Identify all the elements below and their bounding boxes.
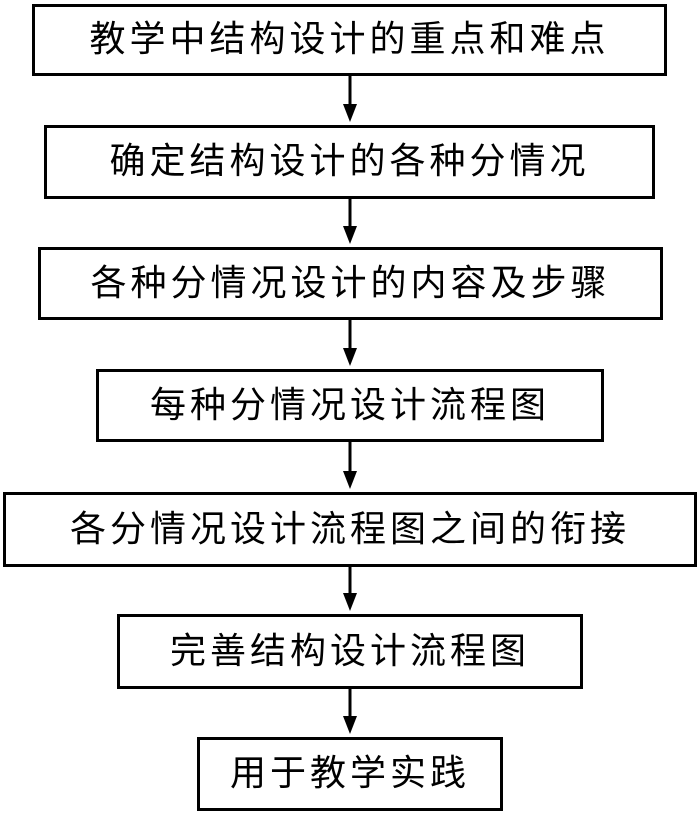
- flow-step-7: 用于教学实践: [197, 737, 503, 811]
- arrow-2-to-3: [343, 199, 357, 244]
- flow-step-label: 各分情况设计流程图之间的衔接: [69, 508, 630, 550]
- arrow-3-to-4: [343, 320, 357, 366]
- flow-step-4: 每种分情况设计流程图: [96, 369, 604, 442]
- arrow-5-to-6: [343, 567, 357, 611]
- flow-step-1: 教学中结构设计的重点和难点: [32, 4, 667, 76]
- flow-step-6: 完善结构设计流程图: [117, 614, 583, 689]
- flow-step-label: 用于教学实践: [229, 753, 470, 794]
- flow-step-label: 每种分情况设计流程图: [149, 384, 550, 426]
- flow-step-2: 确定结构设计的各种分情况: [44, 125, 655, 199]
- arrow-1-to-2: [343, 76, 357, 122]
- flow-step-label: 完善结构设计流程图: [169, 630, 530, 672]
- flow-step-3: 各种分情况设计的内容及步骤: [38, 247, 663, 320]
- flow-step-label: 教学中结构设计的重点和难点: [89, 19, 610, 60]
- arrow-4-to-5: [343, 442, 357, 489]
- flow-step-label: 各种分情况设计的内容及步骤: [90, 262, 611, 304]
- arrow-6-to-7: [343, 689, 357, 734]
- flow-step-5: 各分情况设计流程图之间的衔接: [3, 492, 697, 567]
- flow-step-label: 确定结构设计的各种分情况: [109, 141, 590, 182]
